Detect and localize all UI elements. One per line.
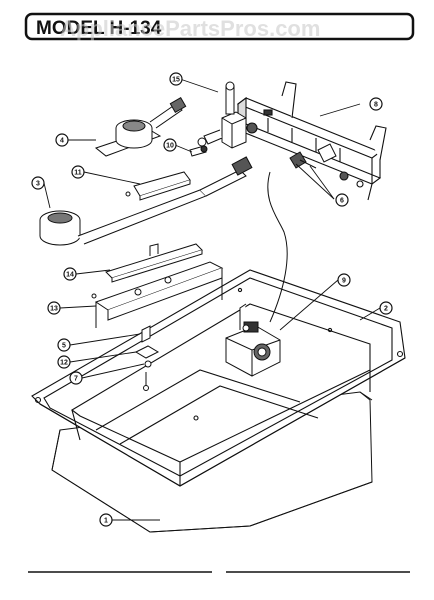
gas-tube [267,171,288,323]
callout-13: 13 [47,301,61,315]
callout-5: 5 [57,338,71,352]
parts-5-12-7-fastener-stack [134,325,160,391]
part-4-burner [94,96,187,157]
svg-text:14: 14 [66,272,74,279]
svg-text:2: 2 [384,306,388,313]
callout-4: 4 [55,133,69,147]
callouts: 15 8 4 10 11 3 6 14 [31,72,393,527]
callout-11: 11 [71,165,85,179]
svg-text:5: 5 [62,343,66,350]
part-11-shield [125,171,191,201]
part-8-manifold [236,81,387,201]
page-title: MODEL H-134 [36,18,162,39]
callout-9: 9 [337,273,351,287]
callout-3: 3 [31,176,45,190]
part-9-valve [225,303,281,377]
callout-1: 1 [99,513,113,527]
svg-text:4: 4 [60,138,64,145]
svg-text:8: 8 [374,102,378,109]
leader-lines [43,78,381,521]
svg-text:1: 1 [104,518,108,525]
svg-text:12: 12 [60,360,68,367]
svg-text:10: 10 [166,143,174,150]
svg-text:3: 3 [36,181,40,188]
part-13-support-bracket [91,261,224,328]
part-6-electrodes [289,143,337,169]
svg-text:7: 7 [74,376,78,383]
callout-7: 7 [69,371,83,385]
part-14-bracket-bar [105,243,203,283]
svg-text:9: 9 [342,278,346,285]
callout-2: 2 [379,301,393,315]
part-3-burner [39,156,253,246]
callout-15: 15 [169,72,183,86]
callout-14: 14 [63,267,77,281]
svg-text:6: 6 [340,198,344,205]
part-15-control-valve [197,81,247,149]
svg-text:15: 15 [172,77,180,84]
callout-10: 10 [163,138,177,152]
callout-12: 12 [57,355,71,369]
svg-text:13: 13 [50,306,58,313]
callout-6: 6 [335,193,349,207]
part-2-burner-box [31,269,406,487]
svg-text:11: 11 [74,170,82,177]
title-banner: MODEL H-134 [24,12,415,41]
part-10-orifice [189,145,208,157]
watermark: AppliancePartsPros.com [60,16,320,41]
callout-8: 8 [369,97,383,111]
